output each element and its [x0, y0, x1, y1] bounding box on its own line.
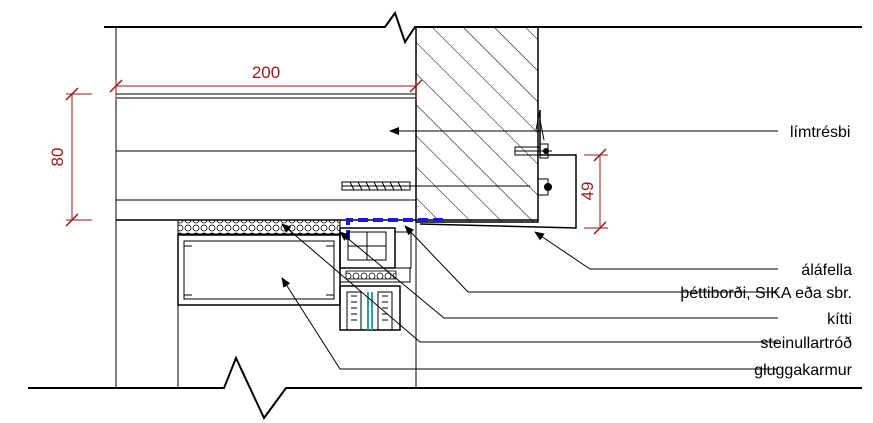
- callout-window-frame: gluggakarmur: [754, 362, 853, 379]
- dimension-flashing-label: 49: [578, 182, 597, 201]
- dimension-width-label: 200: [252, 63, 280, 82]
- dimension-flashing: 49: [578, 148, 608, 235]
- callout-timber-beam: límtrésbi: [790, 124, 850, 141]
- dimension-height: 80: [48, 87, 92, 227]
- screw-lower: [341, 178, 552, 196]
- leader-rockwool: [281, 223, 778, 343]
- leader-sealant-strip: [404, 225, 778, 293]
- window-frame-profile: [177, 227, 412, 331]
- concrete-wall: [415, 26, 539, 223]
- dimension-width: 200: [109, 63, 423, 100]
- leader-putty: [339, 231, 778, 319]
- sealing-membrane: [346, 218, 445, 240]
- callout-putty: kítti: [827, 311, 852, 328]
- bottom-break-line: [28, 355, 862, 420]
- dimension-height-label: 80: [48, 148, 67, 167]
- aluminium-flashing: [419, 110, 577, 229]
- callout-rockwool: steinullartróð: [760, 335, 852, 352]
- rockwool-strip: [177, 219, 341, 235]
- leader-flashing: [534, 231, 778, 270]
- callout-sealant-strip: þéttiborði, SIKA eða sbr.: [680, 285, 852, 302]
- leader-window-frame: [281, 277, 778, 370]
- callout-flashing: áláfella: [801, 262, 852, 279]
